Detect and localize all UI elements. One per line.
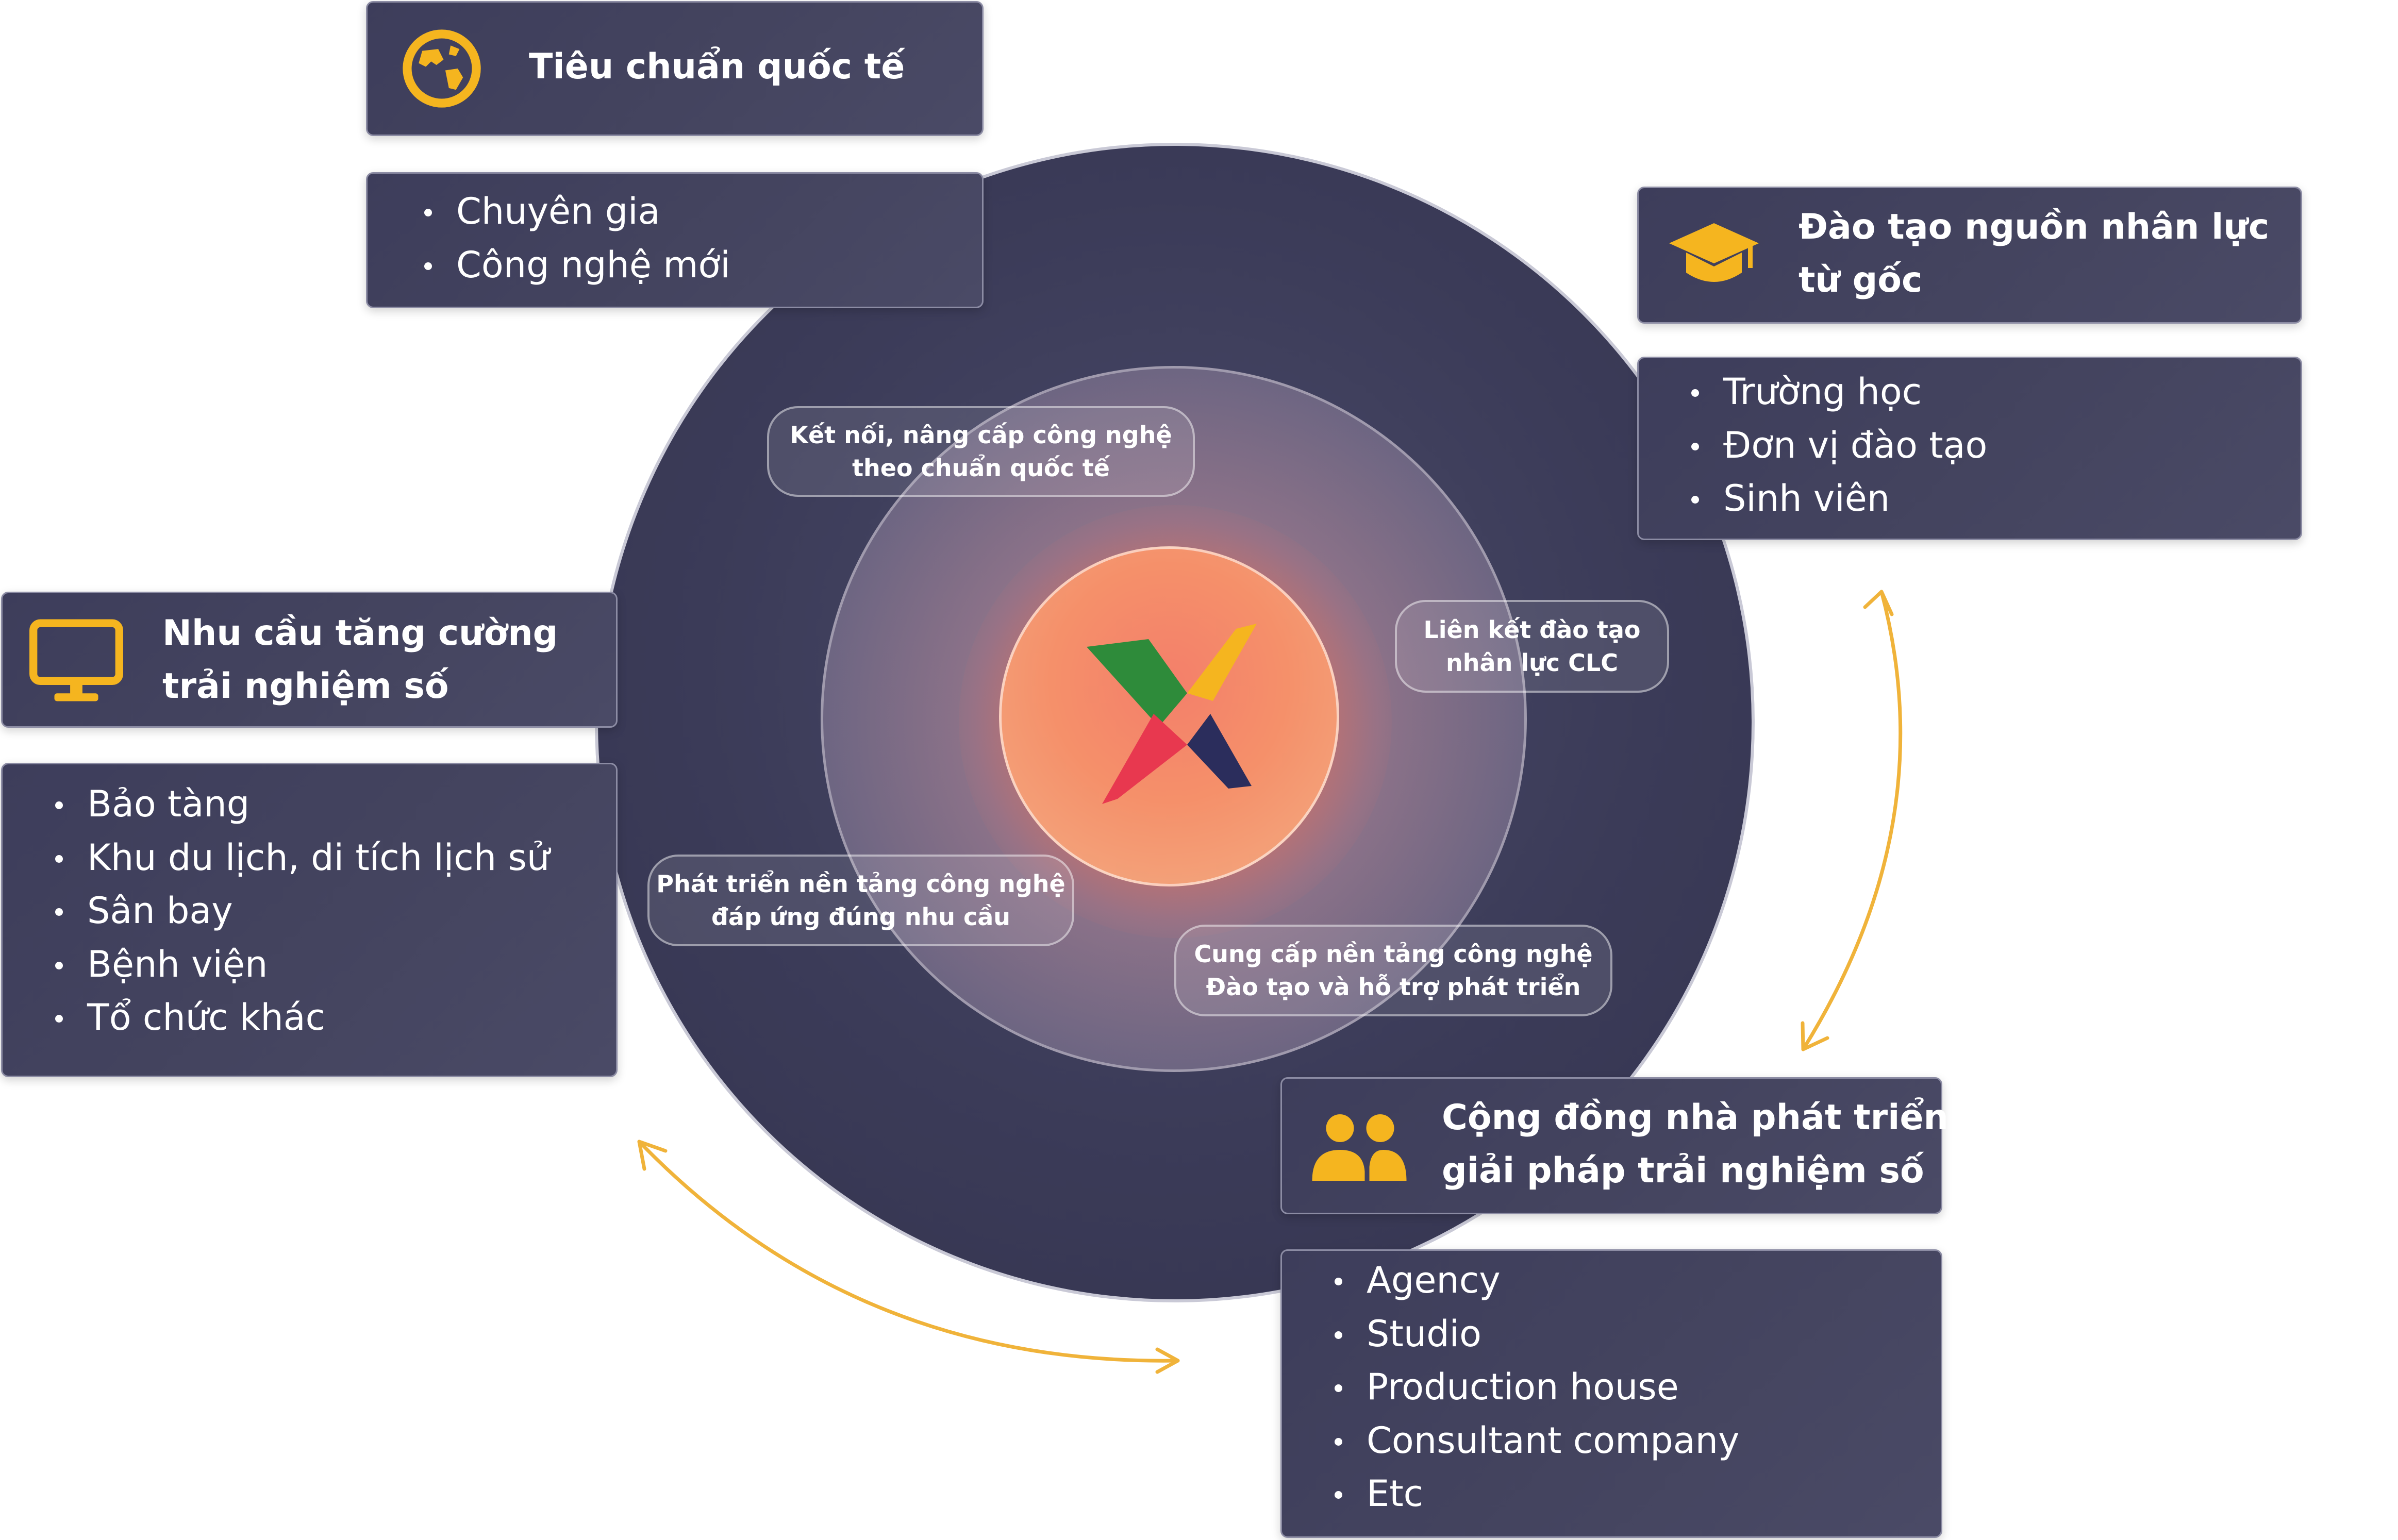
users-icon <box>1312 1114 1407 1181</box>
training-header-panel: Đào tạo nguồn nhân lực từ gốc <box>1637 187 2302 324</box>
pill-provide-platform: Cung cấp nền tảng công nghệ Đào tạo và h… <box>1174 925 1612 1016</box>
community-header-panel: Cộng đồng nhà phát triển giải pháp trải … <box>1280 1077 1949 1214</box>
monitor-icon <box>29 619 123 701</box>
community-list-panel: Agency Studio Production house Consultan… <box>1280 1249 1942 1538</box>
list-item: Chuyên gia <box>421 185 730 239</box>
arrow-bottom-left <box>637 1140 1180 1363</box>
pill-connect-upgrade: Kết nối, nâng cấp công nghệ theo chuẩn q… <box>767 406 1195 497</box>
arrow-right <box>1801 590 1903 1051</box>
international-header-panel: Tiêu chuẩn quốc tế <box>366 1 984 136</box>
list-item: Agency <box>1331 1254 1739 1308</box>
pill-training-link-label: Liên kết đào tạo nhân lực CLC <box>1423 616 1641 677</box>
list-item: Sinh viên <box>1688 472 1987 526</box>
x-logo-icon <box>1087 624 1257 804</box>
pill-connect-upgrade-label: Kết nối, nâng cấp công nghệ theo chuẩn q… <box>790 421 1172 482</box>
international-list: Chuyên gia Công nghệ mới <box>421 185 730 292</box>
demand-header-panel: Nhu cầu tăng cường trải nghiệm số <box>1 592 618 728</box>
pill-training-link: Liên kết đào tạo nhân lực CLC <box>1395 600 1669 693</box>
list-item: Production house <box>1331 1361 1739 1414</box>
demand-list: Bảo tàng Khu du lịch, di tích lịch sử Sâ… <box>52 778 549 1045</box>
globe-icon <box>403 29 481 108</box>
training-title-line2: từ gốc <box>1798 260 1923 300</box>
list-item: Bảo tàng <box>52 778 549 831</box>
list-item: Tổ chức khác <box>52 991 549 1045</box>
list-item: Consultant company <box>1331 1414 1739 1468</box>
training-list-panel: Trường học Đơn vị đào tạo Sinh viên <box>1637 357 2302 540</box>
list-item: Công nghệ mới <box>421 239 730 292</box>
list-item: Sân bay <box>52 884 549 938</box>
training-title-line1: Đào tạo nguồn nhân lực <box>1798 207 2270 247</box>
international-title: Tiêu chuẩn quốc tế <box>529 46 905 87</box>
pill-develop-platform-label: Phát triển nền tảng công nghệ đáp ứng đú… <box>656 870 1065 931</box>
inner-circle <box>999 546 1339 886</box>
list-item: Trường học <box>1688 365 1987 419</box>
graduation-cap-icon <box>1669 223 1759 282</box>
pill-develop-platform: Phát triển nền tảng công nghệ đáp ứng đú… <box>647 855 1074 946</box>
list-item: Đơn vị đào tạo <box>1688 419 1987 473</box>
demand-title-line1: Nhu cầu tăng cường <box>162 613 558 654</box>
training-list: Trường học Đơn vị đào tạo Sinh viên <box>1688 365 1987 526</box>
pill-provide-platform-label: Cung cấp nền tảng công nghệ Đào tạo và h… <box>1194 940 1593 1001</box>
list-item: Studio <box>1331 1308 1739 1361</box>
community-title-line2: giải pháp trải nghiệm số <box>1442 1150 1924 1191</box>
demand-list-panel: Bảo tàng Khu du lịch, di tích lịch sử Sâ… <box>1 763 618 1077</box>
demand-title-line2: trải nghiệm số <box>162 666 449 707</box>
list-item: Khu du lịch, di tích lịch sử <box>52 831 549 885</box>
international-list-panel: Chuyên gia Công nghệ mới <box>366 172 984 308</box>
list-item: Etc <box>1331 1467 1739 1521</box>
community-title-line1: Cộng đồng nhà phát triển <box>1442 1097 1949 1138</box>
list-item: Bệnh viện <box>52 938 549 992</box>
community-list: Agency Studio Production house Consultan… <box>1331 1254 1739 1521</box>
